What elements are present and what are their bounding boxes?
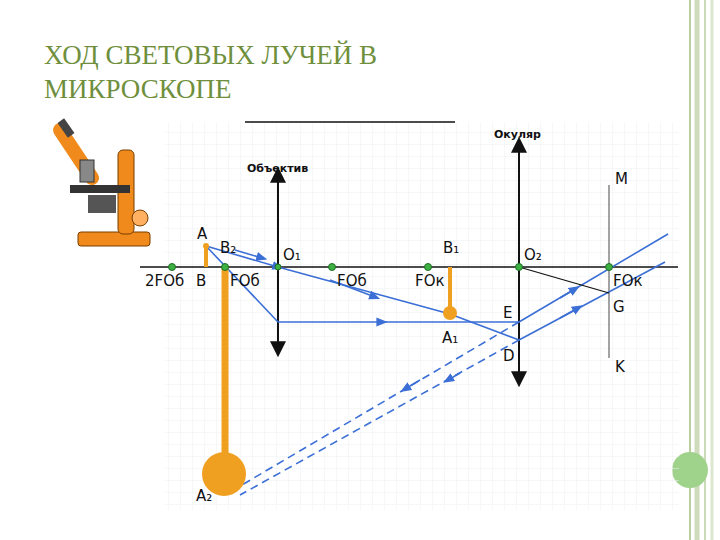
point-label: A bbox=[197, 226, 207, 242]
point-label: B₂ bbox=[220, 240, 236, 256]
point-label: FОб bbox=[230, 273, 260, 289]
point-label: FОк bbox=[613, 273, 643, 289]
point-label: FОк bbox=[415, 273, 445, 289]
lens-label: Объектив bbox=[247, 161, 308, 177]
point-label: B bbox=[196, 273, 206, 289]
point-label: O₁ bbox=[283, 247, 301, 263]
point-label: FОб bbox=[337, 273, 367, 289]
point-label: A₂ bbox=[196, 488, 212, 504]
point-label: O₂ bbox=[524, 247, 542, 263]
point-label: A₁ bbox=[442, 330, 458, 346]
point-label: B₁ bbox=[443, 240, 459, 256]
point-label: E bbox=[503, 305, 512, 321]
lens-label: Окуляр bbox=[494, 127, 541, 143]
point-label: D bbox=[503, 348, 515, 364]
microscope-icon bbox=[58, 118, 150, 246]
slide-title: ХОД СВЕТОВЫХ ЛУЧЕЙ В МИКРОСКОПЕ bbox=[44, 38, 464, 106]
point-label: M bbox=[615, 171, 628, 187]
point-label: G bbox=[613, 299, 625, 315]
point-label: 2FОб bbox=[145, 273, 184, 289]
point-label: K bbox=[615, 359, 625, 375]
